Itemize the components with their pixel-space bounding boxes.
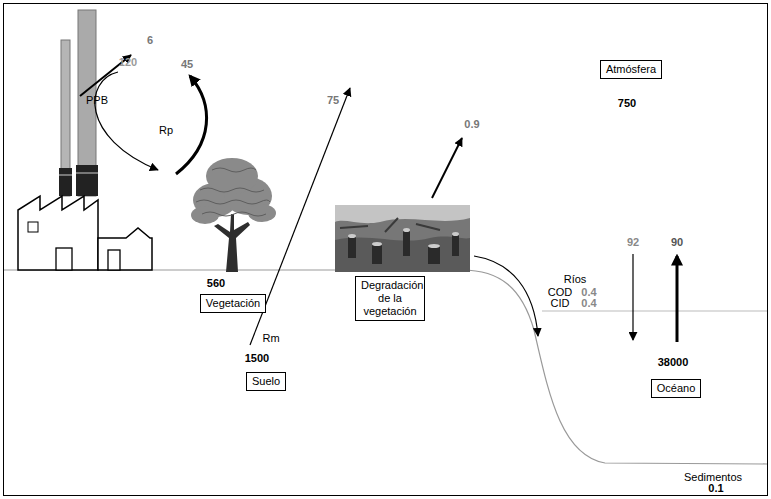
compartment-name: Vegetación [206,297,260,310]
flux-value: Ríos [564,273,587,286]
compartment-box: Suelo [246,372,286,391]
flux-value: 6 [147,34,153,47]
flux-value: Rp [159,124,173,137]
compartment-name: Atmósfera [606,63,656,76]
factory-icon [18,10,152,270]
flux-value: 0.4 [581,297,596,310]
flux-value: 1500 [245,352,269,365]
compartment-box: Degradación de la vegetación [355,276,425,321]
ocean-surface [542,310,767,311]
compartment-name: Degradación de la vegetación [361,279,419,318]
flux-value: Rm [262,332,279,345]
compartment-box: Atmósfera [600,60,662,79]
flux-value: 90 [671,236,683,249]
flux-value: 750 [618,97,636,110]
flux-value: Sedimentos [684,471,742,484]
flux-value: 560 [207,277,225,290]
flux-value: 92 [627,236,639,249]
flux-value: 38000 [658,356,689,369]
flux-value: 75 [327,94,339,107]
flux-value: 120 [119,56,137,69]
compartment-box: Vegetación [200,294,266,313]
tree-icon [191,158,276,272]
flux-value: 0.1 [708,482,723,495]
compartment-name: Suelo [252,375,280,388]
coast-line [462,270,767,464]
flux-value: CID [551,297,570,310]
compartment-name: Océano [657,382,696,395]
flux-value: 45 [181,58,193,71]
compartment-box: Océano [651,379,702,398]
degraded-vegetation-picture [335,205,470,272]
flux-value: PPB [86,94,108,107]
flux-arrows [80,55,677,345]
flux-value: 0.9 [464,118,479,131]
frame [4,4,768,496]
